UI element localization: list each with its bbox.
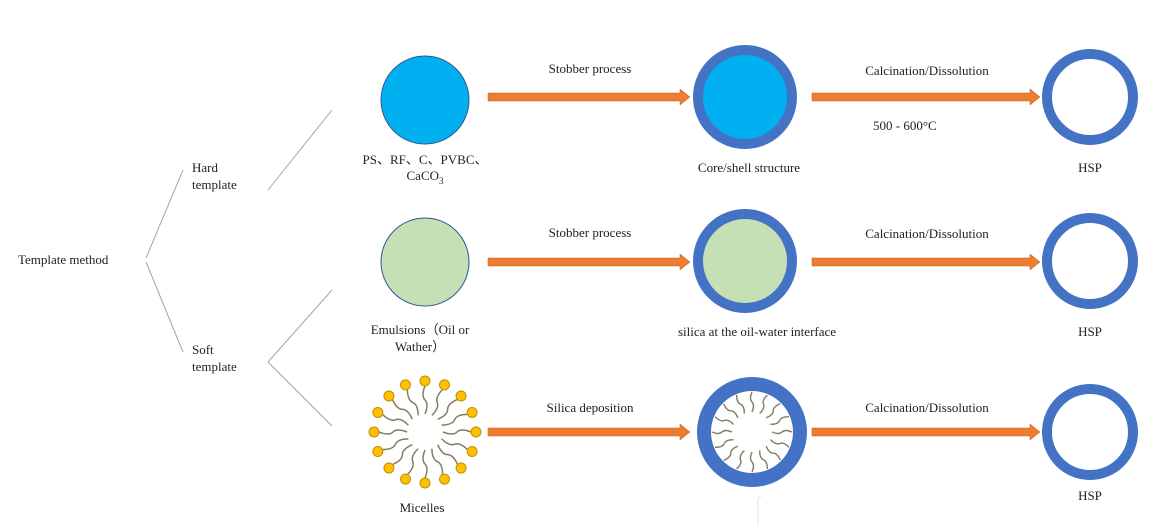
process-arrows — [487, 88, 1041, 441]
micelle-silica-shell — [697, 377, 807, 487]
step2-label-row3: Calcination/Dissolution — [865, 400, 989, 415]
shell-surfactant-tail — [759, 394, 768, 415]
surfactant-head — [455, 462, 467, 474]
hollow-sphere-row1 — [1042, 49, 1138, 145]
surfactant-head — [368, 426, 380, 438]
hollow-sphere-row2 — [1042, 213, 1138, 309]
shell-surfactant-tail — [771, 429, 793, 435]
surfactant-tail — [381, 413, 409, 426]
shell-surfactant-tail — [715, 438, 734, 449]
shell-surfactant-tail — [723, 403, 739, 419]
surfactant-tail — [422, 385, 428, 415]
arrow-row2-step2 — [811, 253, 1041, 271]
surfactant-head — [470, 426, 482, 438]
shell-surfactant-tail — [749, 391, 755, 413]
tree-line-hard — [145, 169, 184, 259]
tree-line-soft — [145, 261, 184, 353]
shell-surfactant-tail — [765, 403, 781, 419]
hollow-sphere-row3 — [1042, 384, 1138, 480]
shell-surfactant-tail — [736, 449, 745, 470]
arrow-row1-step2 — [811, 88, 1041, 106]
hsp-label-row3: HSP — [1078, 488, 1102, 503]
step2-label-row2: Calcination/Dissolution — [865, 226, 989, 241]
shell-surfactant-tail — [769, 439, 790, 448]
hsp-label-row2: HSP — [1078, 324, 1102, 339]
surfactant-head — [372, 406, 384, 418]
arrow-row3-step2 — [811, 423, 1041, 441]
micelles-label: Micelles — [400, 500, 445, 515]
interface-label: silica at the oil-water interface — [678, 324, 836, 339]
surfactant-tail — [431, 388, 444, 416]
surfactant-head — [455, 390, 467, 402]
step2-label-row1: Calcination/Dissolution — [865, 63, 989, 78]
surfactant-head — [372, 446, 384, 458]
tree-line-soft-row3 — [267, 361, 333, 427]
surfactant-tail — [391, 399, 413, 420]
shell-surfactant-tail — [735, 395, 746, 414]
surfactant-head — [399, 473, 411, 485]
core-shell-sphere — [693, 45, 797, 149]
surfactant-head — [419, 477, 431, 489]
step1-label-row1: Stobber process — [549, 61, 632, 76]
shell-surfactant-tail — [714, 416, 735, 425]
surfactant-head — [399, 379, 411, 391]
shell-surfactant-tail — [758, 450, 769, 469]
surfactant-tail — [422, 449, 428, 479]
hsp-label-row1: HSP — [1078, 160, 1102, 175]
shell-surfactant-tail — [749, 451, 755, 473]
step1-label-row3: Silica deposition — [546, 400, 634, 415]
surfactant-tail — [406, 389, 419, 416]
core-shell-label: Core/shell structure — [698, 160, 800, 175]
hard-template-sphere — [380, 55, 470, 145]
arrow-row3-step1 — [487, 423, 691, 441]
faint-frame — [757, 495, 763, 525]
shell-surfactant-tail — [711, 429, 733, 435]
tree-line-soft-row2 — [267, 289, 333, 363]
surfactant-head — [383, 390, 395, 402]
surfactant-head — [383, 462, 395, 474]
surfactant-tail — [406, 448, 419, 476]
surfactant-head — [466, 446, 478, 458]
surfactant-tail — [431, 448, 444, 475]
temperature-note: 500 - 600°C — [873, 118, 937, 133]
surfactant-tails-in-shell — [711, 391, 793, 473]
micelle-drawing — [368, 375, 482, 489]
surfactant-head — [439, 379, 451, 391]
surfactant-head — [439, 473, 451, 485]
shell-surfactant-tail — [723, 445, 739, 461]
shell-surfactant-tail — [770, 415, 789, 426]
emulsion-sphere — [380, 217, 470, 307]
surfactant-tail — [442, 429, 472, 435]
tree-line-hard-row1 — [267, 109, 333, 191]
surfactant-tail — [437, 444, 459, 465]
surfactant-tail — [441, 413, 468, 426]
arrow-row1-step1 — [487, 88, 691, 106]
surfactant-head — [419, 375, 431, 387]
emulsion-shell-sphere — [693, 209, 797, 313]
surfactant-tail — [437, 398, 458, 420]
shell-surfactant-tail — [765, 445, 781, 461]
surfactant-tail — [378, 429, 408, 435]
surfactant-tail — [392, 444, 413, 466]
surfactant-tail — [382, 438, 409, 451]
step1-label-row2: Stobber process — [549, 225, 632, 240]
arrow-row2-step1 — [487, 253, 691, 271]
hard-template-materials: PS、RF、C、PVBC、CaCO3 — [363, 152, 488, 186]
surfactant-tail — [441, 438, 469, 451]
surfactant-head — [466, 406, 478, 418]
root-label: Template method — [18, 252, 109, 267]
